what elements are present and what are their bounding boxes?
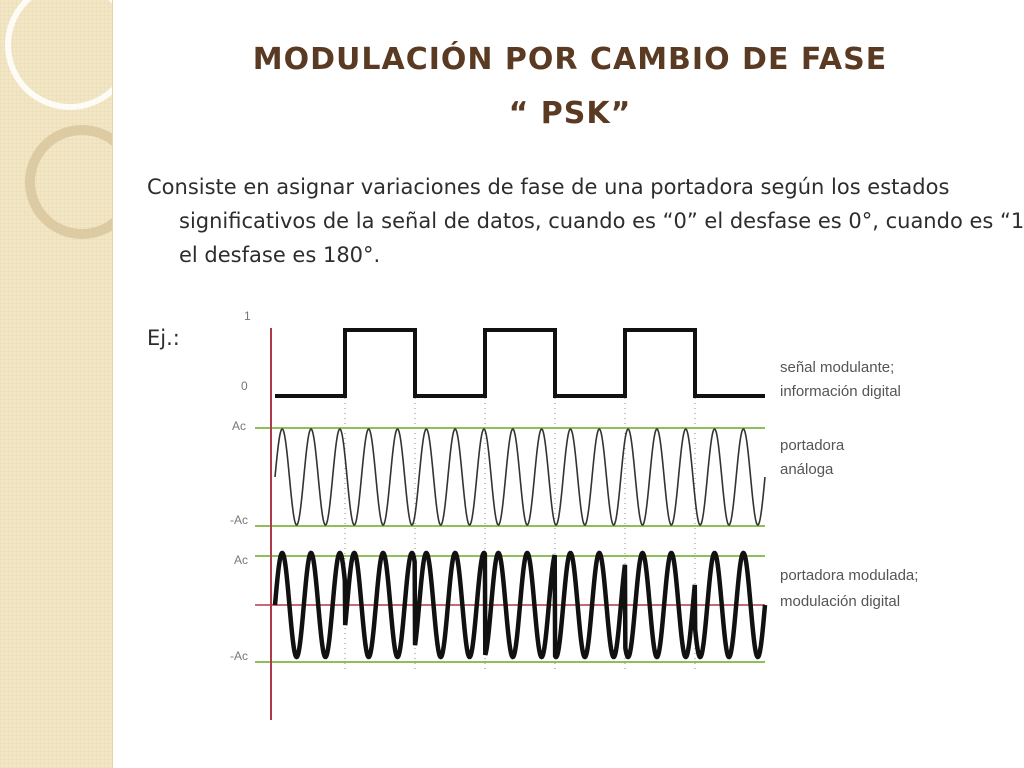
- legend-modulated-line1: portadora modulada;: [780, 567, 918, 584]
- example-label: Ej.:: [147, 326, 180, 350]
- slide-title: MODULACIÓN POR CAMBIO DE FASE: [252, 42, 888, 77]
- axis-label-one: 1: [244, 309, 251, 323]
- axis-label-carrier-negative: -Ac: [230, 513, 248, 527]
- slide-subtitle: “ PSK”: [508, 96, 632, 131]
- legend-modulated-line2: modulación digital: [780, 593, 900, 610]
- slide-body-text: Consiste en asignar variaciones de fase …: [147, 175, 1024, 267]
- analog-carrier-wave: [274, 428, 766, 526]
- legend-carrier-line1: portadora: [780, 437, 845, 454]
- legend-modulating-line2: información digital: [780, 383, 901, 400]
- decorative-side-panel: [0, 0, 113, 768]
- legend-modulating-line1: señal modulante;: [780, 359, 894, 376]
- axis-label-zero: 0: [241, 379, 248, 393]
- axis-label-carrier-positive: Ac: [232, 419, 246, 433]
- axis-label-mod-positive: Ac: [234, 553, 248, 567]
- decorative-rings: [5, 0, 112, 239]
- psk-modulated-wave: [272, 550, 768, 660]
- modulating-digital-signal: [275, 328, 765, 398]
- axis-label-mod-negative: -Ac: [230, 649, 248, 663]
- psk-diagram: 1 0 Ac -Ac Ac -Ac señal modulante; infor…: [230, 309, 918, 720]
- legend-carrier-line2: análoga: [780, 461, 834, 478]
